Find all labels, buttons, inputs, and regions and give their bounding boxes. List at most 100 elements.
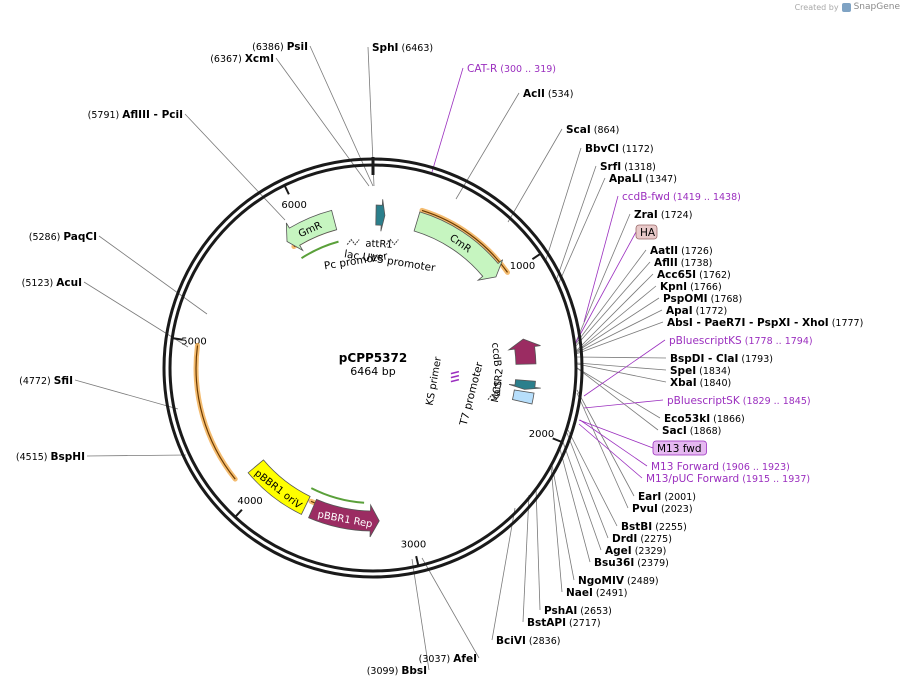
leader-line bbox=[578, 419, 654, 449]
tick-mark bbox=[415, 555, 420, 566]
tick-label: 4000 bbox=[237, 496, 262, 507]
site-label-position: (2001) bbox=[661, 492, 696, 503]
leader-line bbox=[557, 177, 606, 286]
site-label-position: (1318) bbox=[621, 162, 656, 173]
leader-line bbox=[559, 448, 591, 563]
orf-green-line bbox=[310, 487, 365, 504]
site-label: ZraI (1724) bbox=[634, 209, 692, 221]
site-label-name: ScaI bbox=[566, 124, 591, 136]
boxed-label: M13 fwd bbox=[657, 443, 702, 455]
feature-body bbox=[285, 209, 338, 252]
site-label-name: BstBI bbox=[621, 521, 652, 533]
site-label-name: SphI bbox=[372, 42, 398, 54]
leader-line bbox=[562, 441, 602, 551]
site-label-position: (6367) bbox=[210, 54, 245, 65]
leader-line bbox=[86, 454, 187, 457]
site-label: ScaI (864) bbox=[566, 124, 619, 136]
leader-line bbox=[575, 285, 657, 353]
site-label-name: PshAI bbox=[544, 605, 577, 617]
leader-line bbox=[74, 379, 179, 410]
leader-line bbox=[491, 507, 516, 641]
site-label-position: (1840) bbox=[697, 378, 732, 389]
feature-ccdb: ccdB bbox=[489, 338, 541, 367]
site-label-name: NgoMIV bbox=[578, 575, 625, 587]
leader-line bbox=[535, 486, 541, 611]
site-label-name: XcmI bbox=[245, 53, 274, 65]
site-label-name: BbvCI bbox=[585, 143, 619, 155]
feature-body bbox=[375, 199, 386, 232]
primer-label: ccdB-fwd (1419 .. 1438) bbox=[622, 191, 741, 203]
site-label-name: BstAPI bbox=[527, 617, 566, 629]
leader-line bbox=[583, 339, 666, 397]
tick-mark bbox=[531, 253, 541, 261]
site-label-position: (3037) bbox=[419, 654, 454, 665]
site-label: EarI (2001) bbox=[638, 491, 696, 503]
leader-line bbox=[576, 392, 629, 509]
site-label: (5286) PaqCI bbox=[29, 231, 97, 243]
leader-line bbox=[574, 261, 651, 348]
feature-body bbox=[413, 211, 504, 281]
promoter-glyph bbox=[385, 238, 399, 246]
leader-line bbox=[309, 45, 374, 187]
site-label: DrdI (2275) bbox=[612, 533, 672, 545]
promoter-glyph bbox=[487, 393, 501, 401]
site-label-name: PspOMI bbox=[663, 293, 708, 305]
site-label: AbsI - PaeR7I - PspXI - XhoI (1777) bbox=[667, 317, 863, 329]
tick-label: 1000 bbox=[510, 261, 535, 272]
feature-mcs: MCS bbox=[490, 380, 535, 405]
site-label-position: (1777) bbox=[829, 318, 864, 329]
site-label: KpnI (1766) bbox=[660, 281, 722, 293]
tick-label: 6000 bbox=[281, 200, 306, 211]
site-label-name: ApaLI bbox=[609, 173, 642, 185]
site-label: (5123) AcuI bbox=[22, 277, 82, 289]
boxed-label-bg bbox=[635, 224, 658, 240]
site-label: PspOMI (1768) bbox=[663, 293, 742, 305]
feature-body bbox=[511, 389, 535, 405]
leader-line bbox=[522, 494, 530, 623]
site-label: (3099) BbsI bbox=[367, 665, 427, 677]
site-label-name: EarI bbox=[638, 491, 661, 503]
site-label-position: (4515) bbox=[16, 452, 51, 463]
primer-label-position: (300 .. 319) bbox=[497, 64, 556, 75]
site-label-position: (1772) bbox=[693, 306, 728, 317]
leader-line bbox=[576, 363, 667, 383]
leader-line bbox=[98, 235, 208, 315]
site-label: (4772) SfiI bbox=[19, 375, 73, 387]
tick-label: 5000 bbox=[181, 336, 206, 347]
leader-line bbox=[575, 309, 663, 354]
site-label-position: (6386) bbox=[252, 42, 287, 53]
site-label-position: (2275) bbox=[637, 534, 672, 545]
site-label-position: (1738) bbox=[678, 258, 713, 269]
site-label-name: BciVI bbox=[496, 635, 526, 647]
leader-line bbox=[567, 429, 618, 527]
promoter-label: T7 promoter bbox=[457, 360, 486, 428]
site-label-name: ApaI bbox=[666, 305, 693, 317]
site-label-position: (2379) bbox=[634, 558, 669, 569]
site-label-position: (1724) bbox=[658, 210, 693, 221]
leader-line bbox=[184, 113, 286, 221]
primer-label-name: ccdB-fwd bbox=[622, 191, 670, 203]
site-label-name: DrdI bbox=[612, 533, 637, 545]
leader-line bbox=[576, 356, 667, 359]
tick-mark bbox=[552, 437, 562, 443]
site-label: (5791) AflIII - PciI bbox=[88, 109, 183, 121]
primer-label-position: (1906 .. 1923) bbox=[719, 462, 790, 473]
credit-prefix: Created by bbox=[794, 2, 839, 12]
leader-line bbox=[575, 273, 654, 352]
site-label-position: (2717) bbox=[566, 618, 601, 629]
site-label-name: PaqCI bbox=[63, 231, 97, 243]
site-label-position: (5791) bbox=[88, 110, 123, 121]
site-label-name: SpeI bbox=[670, 365, 696, 377]
site-label-position: (4772) bbox=[19, 376, 54, 387]
primer-label-name: pBluescriptSK bbox=[667, 395, 741, 407]
site-label-name: AflII bbox=[654, 257, 678, 269]
leader-line bbox=[575, 321, 664, 355]
site-label-name: AfeI bbox=[453, 653, 477, 665]
boxed-label: HA bbox=[640, 227, 656, 239]
primer-label-position: (1419 .. 1438) bbox=[670, 192, 741, 203]
site-label: Bsu36I (2379) bbox=[594, 557, 669, 569]
primer-label: pBluescriptKS (1778 .. 1794) bbox=[669, 335, 813, 347]
site-label-position: (1793) bbox=[738, 354, 773, 365]
boxed-label-bg bbox=[652, 440, 707, 456]
